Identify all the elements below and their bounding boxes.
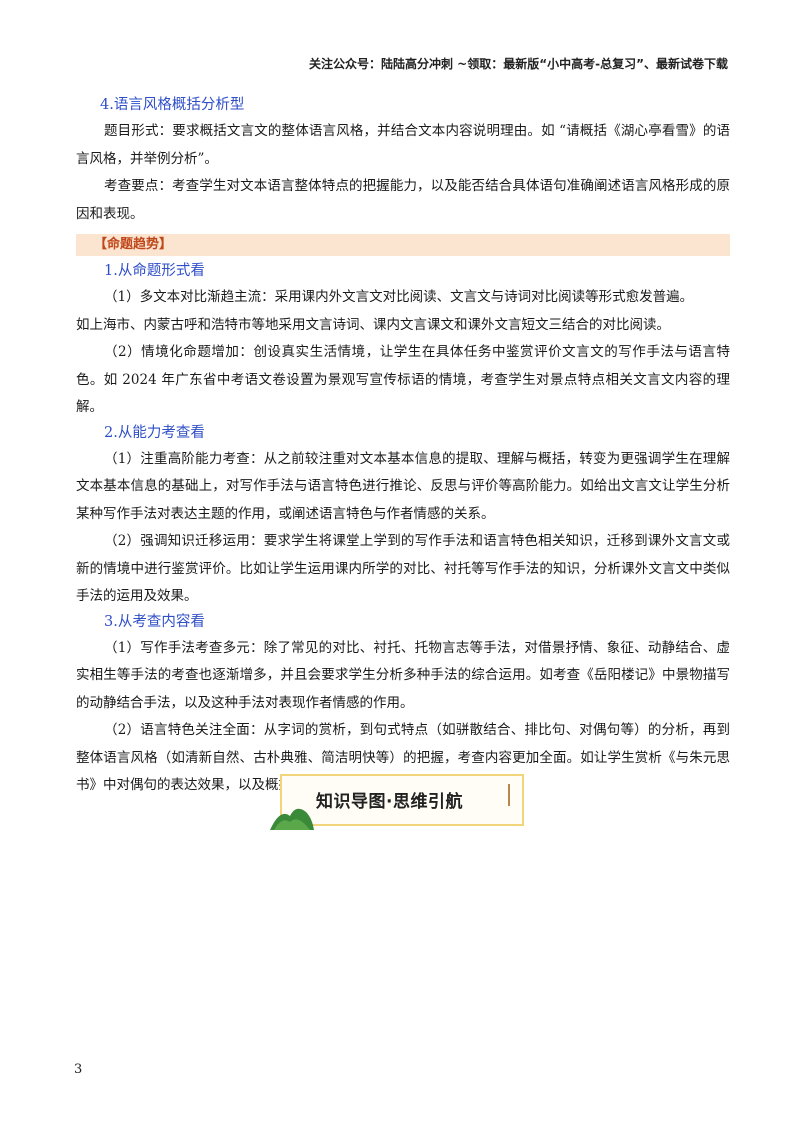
page-number: 3 [74,1062,83,1077]
trend-banner: 【命题趋势】 [76,234,730,256]
main-content: 4.语言风格概括分析型 题目形式：要求概括文言文的整体语言风格，并结合文本内容说… [76,94,730,800]
trend1-paragraph-1: （1）多文本对比渐趋主流：采用课内外文言文对比阅读、文言文与诗词对比阅读等形式愈… [104,289,694,305]
trend1-paragraph-1-cont: 如上海市、内蒙古呼和浩特市等地采用文言诗词、课内文言课文和课外文言短文三结合的对… [76,316,670,333]
trend-heading-2: 2.从能力考查看 [104,424,205,441]
mindmap-title: 知识导图·思维引航 [316,792,463,812]
trend-heading-3: 3.从考查内容看 [104,613,205,630]
mindmap-accent-bar [508,784,510,806]
trend3-paragraph-1: （1）写作手法考查多元：除了常见的对比、衬托、托物言志等手法，对借景抒情、象征、… [76,639,730,711]
section-heading-4: 4.语言风格概括分析型 [100,97,245,113]
trend1-paragraph-2: （2）情境化命题增加：创设真实生活情境，让学生在具体任务中鉴赏评价文言文的写作手… [76,344,730,415]
section4-format-paragraph: 题目形式：要求概括文言文的整体语言风格，并结合文本内容说明理由。如 “请概括《湖… [76,123,730,167]
page-header: 关注公众号：陆陆高分冲刺 ~领取：最新版“小中高考-总复习”、最新试卷下载 [309,57,728,71]
mindmap-frame [280,774,524,826]
trend2-paragraph-1: （1）注重高阶能力考查：从之前较注重对文本基本信息的提取、理解与概括，转变为更强… [76,450,730,522]
section4-focus-paragraph: 考查要点：考查学生对文本语言整体特点的把握能力，以及能否结合具体语句准确阐述语言… [76,178,730,222]
hills-icon [270,808,314,830]
trend-heading-1: 1.从命题形式看 [104,263,205,279]
trend2-paragraph-2: （2）强调知识迁移运用：要求学生将课堂上学到的写作手法和语言特色相关知识，迁移到… [76,533,730,604]
mindmap-banner: 知识导图·思维引航 [270,774,526,830]
